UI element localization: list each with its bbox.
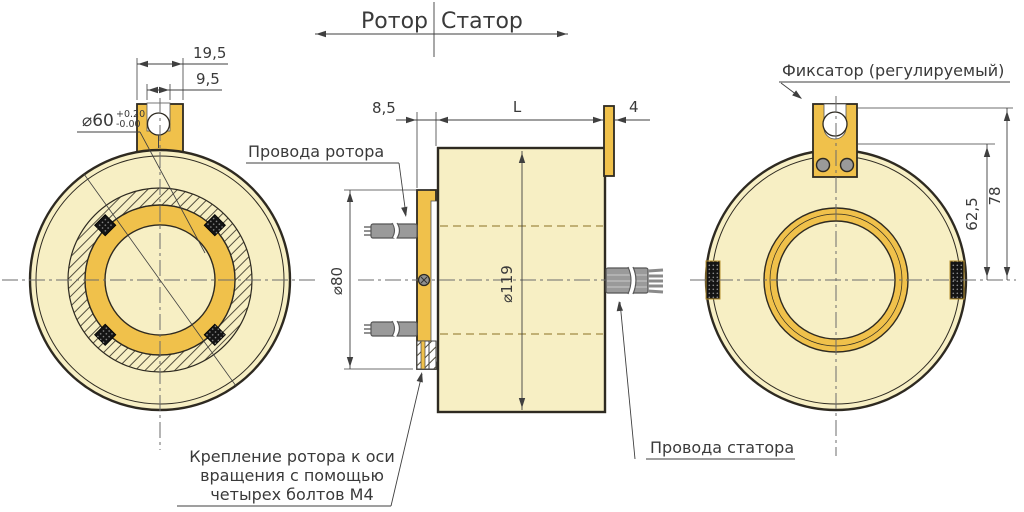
fixator-screw-left [815,157,831,173]
rotor-mount-note-line1: Крепление ротора к оси [189,447,395,466]
dim-stator-flange-thickness-text: 4 [629,98,639,116]
rotor-bolt-section [416,340,437,370]
dim-lug-width-text: 19,5 [193,44,226,62]
dim-center-to-top-text: 78 [986,186,1004,205]
stator-flange-strip [603,105,615,177]
fixator-label-text: Фиксатор (регулируемый) [782,61,1004,80]
flange-screw [417,273,431,287]
rotor-mount-note-line2: вращения с помощью [200,466,384,485]
dim-flange-thickness: 8,5 [372,99,436,188]
stator-wires-label-text: Провода статора [650,438,794,457]
bore-tol-lower-text: -0.00 [116,119,141,130]
dim-housing-dia: ⌀119 [498,151,526,410]
rotor-inner-ring [84,204,236,356]
title-arrow-left [316,30,326,38]
right-view-stator-face: 78 62,5 Фиксатор (регулируемый) [690,61,1016,456]
dim-flange-thickness-text: 8,5 [372,99,396,117]
stator-wire-bundle [605,266,664,295]
stator-wires-label: Провода статора [615,300,795,460]
left-view-rotor-face: 19,5 9,5 ⌀60 +0.20 -0.00 [2,44,318,450]
contact-block-bottom-left [94,323,117,346]
rotor-mount-note: Крепление ротора к оси вращения с помощь… [177,371,426,507]
fixator-bracket [812,103,858,178]
dim-rotor-flange-dia: ⌀80 [328,189,430,370]
contact-block-top-right [203,214,226,237]
rotor-wire-bundle-bottom [364,319,418,338]
dim-center-to-clamp: 62,5 [858,143,995,280]
rotor-lug-hole [146,112,171,136]
middle-view-side-section: ⌀119 ⌀80 8,5 L 4 [177,98,795,507]
rotor-wires-label-text: Провода ротора [248,142,384,161]
bore-diameter-line [83,173,237,387]
contact-block-bottom-right [203,323,226,346]
contact-block-top-left [94,214,117,237]
fixator-screw-right [839,157,855,173]
fixator-hole [822,111,848,137]
dim-slot-width-text: 9,5 [196,70,220,88]
rotor-wires-label: Провода ротора [246,142,410,218]
bore-callout: ⌀60 +0.20 -0.00 [77,109,206,254]
fixator-label: Фиксатор (регулируемый) [779,61,1010,102]
dim-housing-dia-text: ⌀119 [498,265,516,303]
rotor-mount-note-line3: четырех болтов М4 [210,485,373,504]
dim-length-text: L [513,98,522,116]
dim-lug-width: 19,5 [136,44,228,100]
title-arrow-right [557,30,567,38]
dim-stator-flange-thickness: 4 [615,98,650,124]
bore-dia-text: ⌀60 [82,111,114,131]
dim-length: L [435,98,604,146]
dim-center-to-clamp-text: 62,5 [963,197,981,230]
title-stator: Статор [441,9,523,34]
dim-center-to-top: 78 [858,107,1013,280]
dim-slot-width: 9,5 [146,70,222,100]
rotor-wire-bundle-top [364,221,418,240]
bore-leader-line [139,131,206,254]
title-block: Ротор Статор [315,2,568,57]
title-rotor: Ротор [361,9,428,34]
dim-rotor-flange-dia-text: ⌀80 [328,267,346,295]
bore-tol-upper-text: +0.20 [116,109,145,120]
